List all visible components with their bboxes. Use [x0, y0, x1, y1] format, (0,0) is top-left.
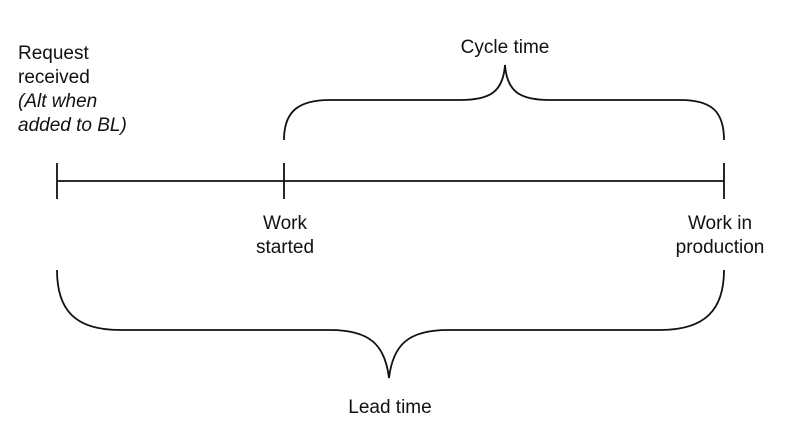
request-received-line1: Request [18, 43, 89, 64]
work-in-production-line1: Work in [687, 213, 753, 234]
lead-time-brace [56, 269, 725, 379]
request-received-note-line2: added to BL) [18, 115, 127, 136]
work-in-production-line2: production [675, 237, 765, 258]
work-in-production-label: Work in production [655, 212, 785, 260]
cycle-time-brace [283, 64, 725, 141]
work-started-label: Work started [230, 212, 340, 260]
lead-time-text: Lead time [348, 397, 432, 418]
work-started-line1: Work [263, 213, 307, 234]
lead-time-label: Lead time [320, 396, 460, 420]
cycle-time-text: Cycle time [460, 37, 550, 58]
work-started-line2: started [255, 237, 315, 258]
request-received-note-line1: (Alt when [18, 91, 98, 112]
request-received-line2: received [18, 67, 90, 88]
request-received-label: Request received (Alt when added to BL) [18, 42, 127, 138]
cycle-time-label: Cycle time [430, 36, 580, 60]
